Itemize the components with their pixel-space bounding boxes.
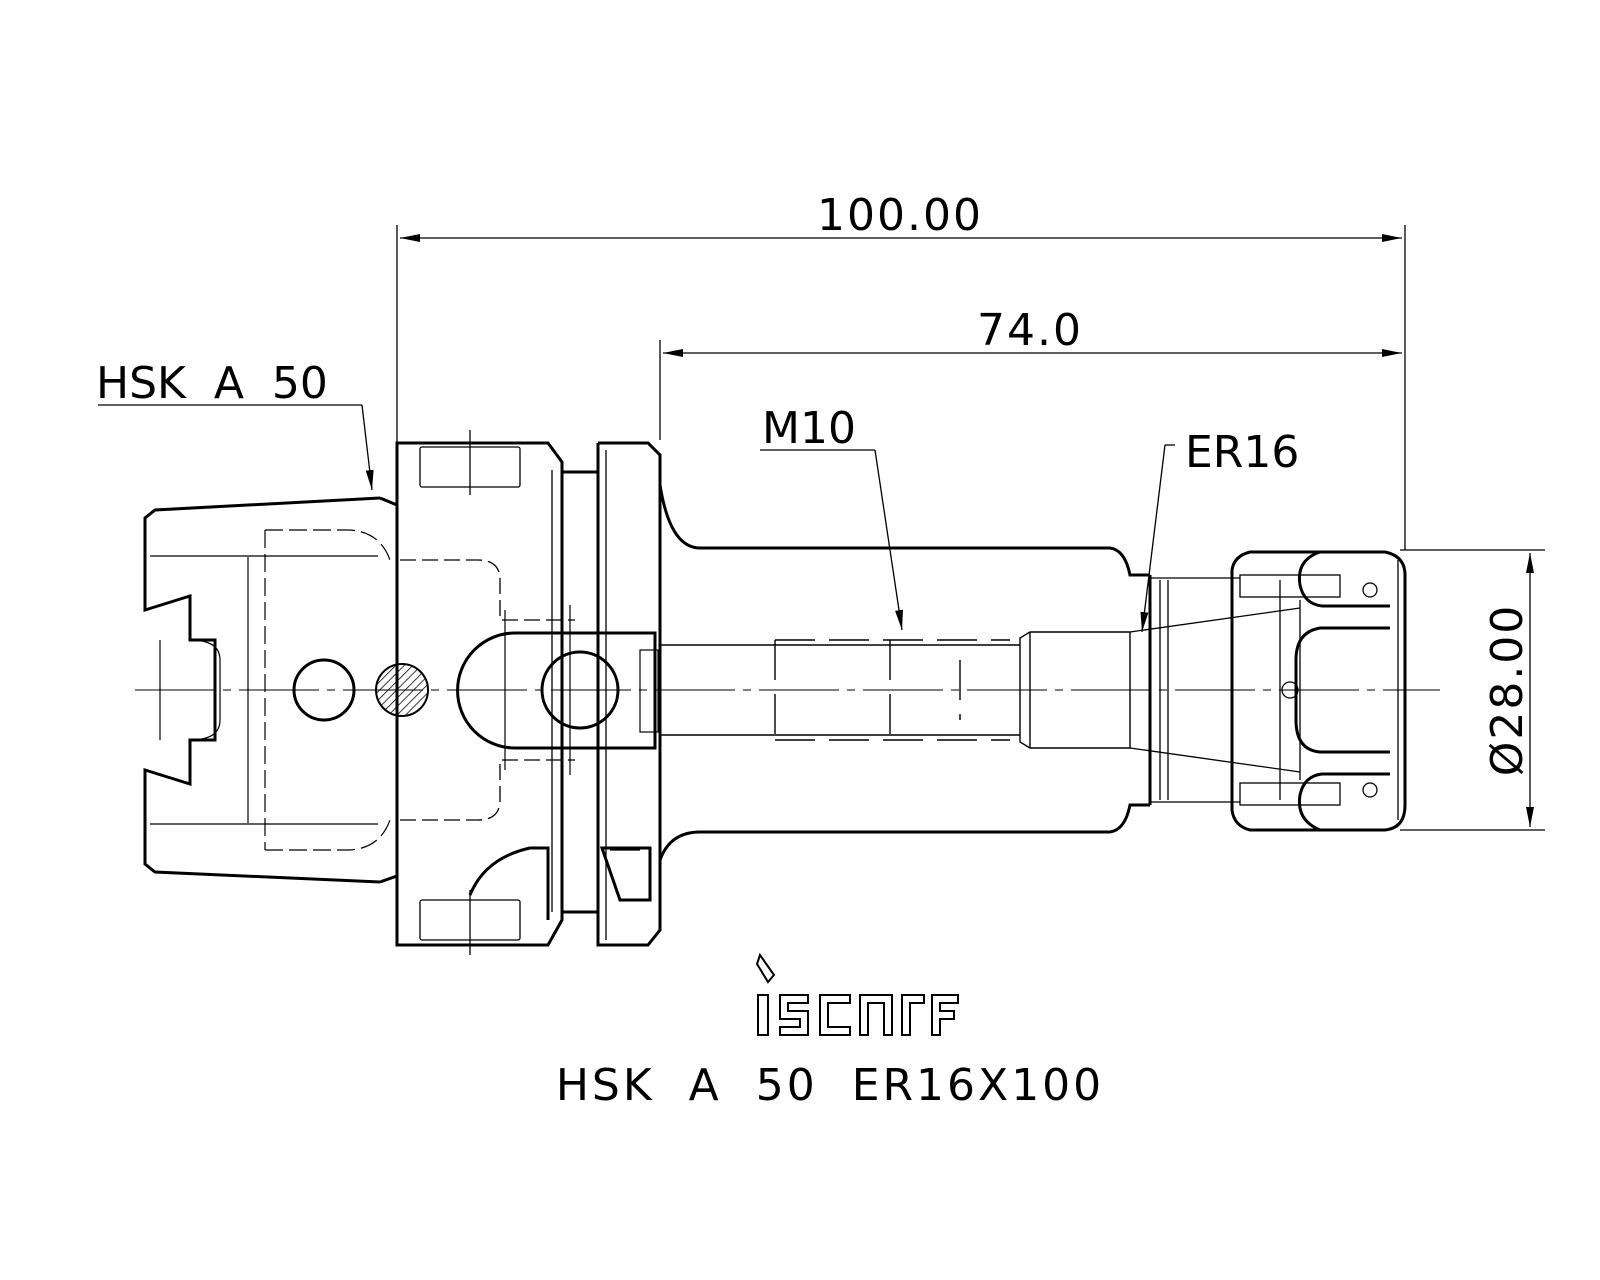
hsk-inner-lines [150, 529, 391, 851]
body-length-dimension: 74.0 [977, 305, 1083, 356]
dimension-lines [396, 225, 1545, 831]
internal-bore [660, 631, 1131, 749]
shank-callout: HSK A 50 [96, 358, 328, 409]
nut-details [1239, 560, 1399, 820]
key-hidden-lines [504, 605, 659, 775]
drive-slot-bottom [468, 846, 652, 920]
clamping-nut [1230, 550, 1407, 832]
flange-details [400, 430, 640, 955]
thread-hidden [774, 639, 1010, 741]
drawing-title: HSK A 50 ER16X100 [556, 1060, 1104, 1111]
iscar-logo [755, 952, 959, 1036]
body [658, 484, 1152, 861]
callout-leaders [98, 404, 1175, 633]
collet-callout: ER16 [1185, 427, 1299, 478]
collet-seat-lines [1129, 577, 1301, 803]
thread-callout: M10 [762, 403, 856, 454]
key-hole [540, 650, 620, 730]
hsk-hatched-pin [375, 663, 429, 717]
diameter-dimension: Ø28.00 [1482, 604, 1533, 777]
hsk-cross-hole [292, 658, 356, 722]
overall-length-dimension: 100.00 [817, 190, 983, 241]
flange [395, 441, 662, 947]
